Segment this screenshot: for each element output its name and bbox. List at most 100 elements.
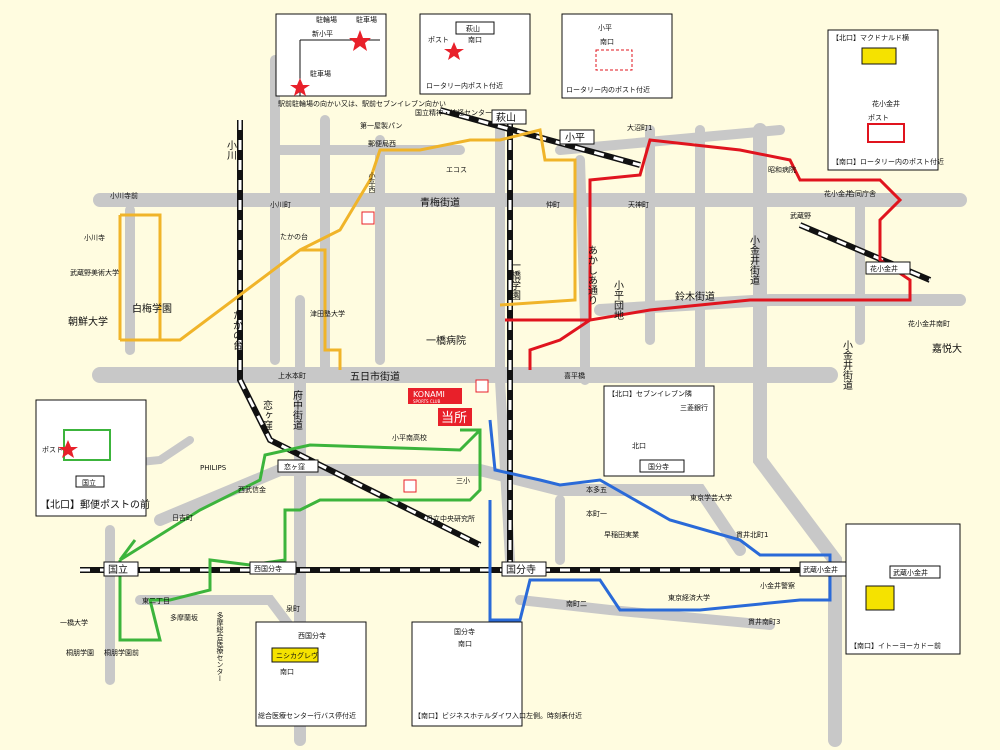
inset-hanakoganei: 【北口】マクドナルド横 花小金井 ポスト 【南口】ロータリー内のポスト付近 (827, 29, 944, 171)
inset-musashikoganei-station: 武蔵小金井 (893, 568, 928, 577)
label-ooshinmachi: 大沼町1 (627, 123, 652, 132)
rail-seibu-shinjuku-east-dash (799, 223, 931, 282)
label-takanodai: たかの台 (231, 310, 243, 351)
inset-nishikokubunji-frame (255, 621, 367, 727)
label-showa-hospital: 昭和病院 (768, 165, 796, 174)
inset-kokubunji-south-caption: 【南口】ビジネスホテルダイワ入口左側。時刻表付近 (414, 711, 582, 720)
road-south-4 (515, 595, 775, 630)
label-daiichi-pan: 第一屋製パン (360, 121, 402, 130)
inset-nishikokubunji-exit: 南口 (280, 667, 294, 676)
inset-nishikokubunji-station: 西国分寺 (298, 631, 326, 640)
label-hitachi: 日立中央研究所 (426, 514, 475, 523)
station-musashi-koganei: 武蔵小金井 (803, 565, 838, 574)
label-toho-gakuen: 桐朋学園 (66, 648, 94, 657)
place-labels: 小川町 小川寺前 小川寺 武蔵野美術大学 白梅学園 朝鮮大学 津田塾大学 上水本… (60, 108, 962, 682)
label-tsuda: 津田塾大学 (310, 309, 345, 318)
label-koganei-kaido-north: 小金井街道 (748, 235, 760, 285)
inset-musashikoganei-frame (845, 523, 961, 655)
label-nishitama: 西武信金 (238, 485, 266, 494)
label-hitotsubashi-hospital: 一橋病院 (426, 334, 466, 347)
inset-hagiyama-station (455, 21, 495, 35)
inset-kokubunji-south: 国分寺 南口 【南口】ビジネスホテルダイワ入口左側。時刻表付近 (411, 621, 582, 727)
inset-kokubunji-north: 【北口】セブンイレブン隣 三菱銀行 北口 国分寺 (603, 385, 715, 477)
inset-kunitachi: ポスト 国立 【北口】郵便ポストの前 (35, 399, 150, 517)
inset-hagiyama-star (444, 42, 464, 60)
inset-nishikokubunji-shop (271, 647, 319, 663)
inset-kokubunji-north-title: 【北口】セブンイレブン隣 (608, 389, 692, 398)
label-honda: 本多五 (586, 485, 607, 494)
road-north-horizontal (275, 125, 785, 155)
label-koigakubo-road: 恋ヶ窪 (261, 399, 273, 430)
inset-kokubunji-north-exit: 北口 (632, 442, 646, 450)
label-akashia-dori: あかしあ通り (586, 245, 598, 305)
inset-kodaira-nishi: 駐輪場 駐車場 新小平 駐車場 駅前駐輪場の向かい又は、駅前セブンイレブン向かい (275, 13, 446, 108)
inset-hagiyama-exit: 南口 (468, 35, 482, 44)
label-tama-hospital: 多摩総合医療センター (216, 611, 224, 682)
label-higashi-nichome: 東二丁目 (142, 596, 170, 605)
inset-kunitachi-post: ポスト (42, 446, 63, 454)
label-ecos: エコス (446, 166, 467, 174)
station-hana-koganei-box (865, 261, 911, 275)
station-hagiyama-box (491, 109, 527, 125)
road-labels: 青梅街道 五日市街道 鈴木街道 小川 たかの台 府中街道 恋ヶ窪 一橋学園 あか… (225, 140, 853, 430)
label-tokyo-gakugei: 東京学芸大学 (690, 493, 732, 502)
route-blue (488, 419, 832, 622)
konami-label: KONAMI (413, 390, 445, 399)
konami-marker: KONAMI SPORTS CLUB (408, 388, 462, 404)
inset-kokubunji-north-bank: 三菱銀行 (680, 403, 708, 412)
station-labels: 萩山 小平 国分寺 武蔵小金井 花小金井 国立 西国分寺 恋ヶ窪 (103, 109, 911, 577)
label-bukko: 武蔵野 (790, 211, 811, 220)
label-kodaira-nishi: 小平西 (368, 171, 376, 194)
label-kiheibashi: 喜平橋 (564, 371, 585, 380)
label-hakuoh: 白梅学園 (132, 302, 172, 315)
inset-kodaira-nishi-star-2 (290, 78, 310, 96)
label-hanakoganei-road: 花小金井 (824, 189, 852, 198)
inset-kunitachi-station-box (75, 475, 105, 488)
label-koganei-minami: 貫井南町3 (748, 617, 780, 626)
seven-eleven-icon-1 (361, 211, 375, 225)
station-nishi-kokubunji-box (249, 561, 297, 575)
inset-musashikoganei-caption: 【南口】イトーヨーカドー前 (850, 641, 941, 650)
label-kogawa-dera: 小川寺 (84, 233, 105, 242)
station-kunitachi-box (103, 561, 139, 577)
toujo-box (438, 408, 472, 426)
label-waseda: 早稲田実業 (604, 530, 639, 539)
label-hanakoganei-minami: 花小金井南町 (908, 319, 950, 328)
inset-hanakoganei-caption: 【南口】ロータリー内のポスト付近 (832, 157, 944, 166)
toujo-marker: 当所 (438, 408, 472, 426)
label-chosen-univ: 朝鮮大学 (68, 315, 108, 328)
label-hitotsubashi-univ: 一橋大学 (60, 618, 88, 627)
inset-hanakoganei-rotary (867, 123, 905, 143)
station-hagiyama: 萩山 (496, 112, 516, 124)
seven-eleven-icons (361, 211, 489, 493)
label-honmachi: 本町一 (586, 509, 607, 518)
label-sanko: 三小 (456, 476, 470, 485)
inset-kokubunji-south-frame (411, 621, 523, 727)
inset-kodaira-nishi-caption: 駅前駐輪場の向かい又は、駅前セブンイレブン向かい (278, 99, 446, 108)
station-kokubunji-box (501, 561, 547, 577)
label-kodaira-danchi: 小平団地 (612, 280, 624, 320)
inset-kodaira-nishi-b: 駐車場 (356, 15, 377, 24)
inset-nishikokubunji-shop-label: ニシカグレヴ (276, 651, 318, 660)
inset-musashikoganei-station-box (889, 565, 941, 579)
label-kamimizuhoncho: 上水本町 (278, 371, 306, 380)
inset-hanakoganei-title: 【北口】マクドナルド横 (832, 33, 909, 42)
seven-eleven-icon-3 (403, 479, 417, 493)
label-kogawa-cho: 小川町 (270, 200, 291, 209)
inset-kunitachi-caption: 【北口】郵便ポストの前 (40, 498, 150, 511)
label-suzuki-kaido: 鈴木街道 (675, 290, 715, 303)
inset-nishikokubunji: 西国分寺 ニシカグレヴ 南口 総合医療センター行バス停付近 (255, 621, 367, 727)
label-kodaira-minami-high: 小平南高校 (392, 433, 427, 442)
label-takanodai-st: たかの台 (280, 232, 308, 241)
inset-hanakoganei-mcd (861, 47, 897, 65)
station-koigakubo-box (277, 459, 319, 473)
label-kaetsu: 嘉悦大 (932, 342, 962, 355)
label-izumicho: 泉町 (286, 604, 300, 613)
konami-box (408, 388, 462, 404)
inset-kodaira-exit: 南口 (600, 37, 614, 46)
label-kogawa: 小川 (225, 140, 237, 160)
inset-hagiyama-caption: ロータリー内ポスト付近 (426, 81, 503, 90)
inset-kodaira-nishi-d: 駐車場 (310, 69, 331, 78)
inset-nishikokubunji-caption: 総合医療センター行バス停付近 (258, 711, 356, 720)
label-minami-cho: 南町二 (566, 599, 587, 608)
